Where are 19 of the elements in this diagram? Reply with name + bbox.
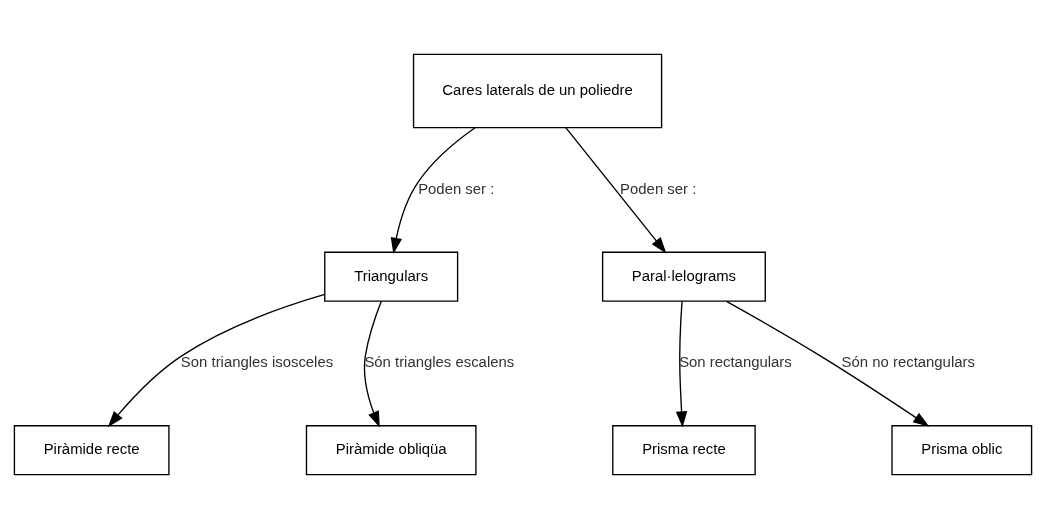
edge-label: Són no rectangulars	[841, 353, 975, 370]
arrow	[565, 126, 667, 253]
node-box: Piràmide obliqüa	[305, 424, 477, 475]
edge-label: Poden ser :	[418, 180, 495, 197]
edge-label: Poden ser :	[620, 180, 697, 197]
edge-label: Son triangles isosceles	[180, 353, 334, 370]
node-box: Triangulars	[324, 251, 459, 302]
node-box: Prisma recte	[612, 424, 756, 475]
arrow	[363, 300, 382, 428]
arrow	[675, 299, 688, 428]
arrow	[390, 126, 476, 254]
arrow	[107, 293, 326, 427]
node-box: Piràmide recte	[13, 424, 170, 475]
edge-label: Son rectangulars	[679, 353, 792, 370]
node-box: Prisma oblic	[891, 424, 1033, 475]
node-box: Paral·lelograms	[601, 251, 766, 302]
node-box: Cares laterals de un poliedre	[412, 53, 663, 128]
edge-label: Són triangles escalens	[364, 353, 515, 370]
arrow	[725, 300, 930, 427]
